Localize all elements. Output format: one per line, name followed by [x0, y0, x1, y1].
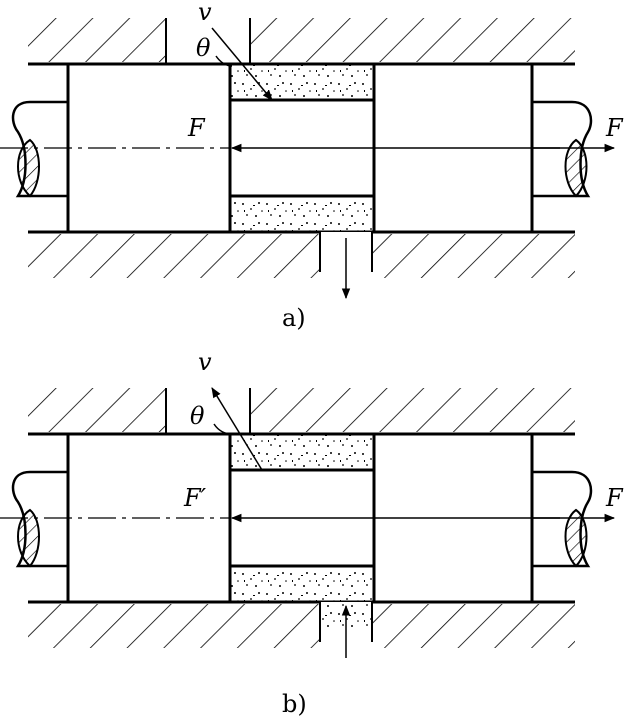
lower-housing-hatch [28, 604, 320, 648]
left-force-label: F′ [183, 484, 207, 512]
upper-housing-hatch [28, 18, 166, 62]
lower-fluid-chamber [230, 566, 374, 602]
left-shaft-section [17, 138, 40, 198]
upper-fluid-chamber [230, 64, 374, 100]
lower-housing-hatch [28, 234, 320, 278]
right-force-label: F [605, 114, 624, 142]
jet-velocity-arrow [211, 387, 263, 471]
panel-caption: b) [282, 690, 307, 718]
angle-label: θ [190, 402, 205, 430]
velocity-label: v [198, 348, 212, 376]
right-force-label: F [605, 484, 624, 512]
angle-label: θ [196, 34, 211, 62]
velocity-label: v [198, 0, 212, 26]
panel-a: v θ F F a) [0, 0, 624, 332]
jet-angle-arc [215, 55, 233, 67]
panel-b: v θ F′ F b) [0, 348, 624, 718]
upper-housing-hatch-right [250, 388, 575, 432]
panel-caption: a) [282, 304, 306, 332]
lower-fluid-chamber [230, 196, 374, 232]
upper-housing-hatch-right [250, 18, 575, 62]
left-force-label: F [187, 114, 206, 142]
lower-housing-hatch-right [372, 234, 575, 278]
upper-housing-hatch [28, 388, 166, 432]
right-shaft-section [564, 508, 588, 568]
upper-fluid-chamber [230, 434, 374, 470]
left-shaft-section [17, 508, 40, 568]
right-shaft-section [564, 138, 588, 198]
jet-angle-arc [213, 423, 233, 435]
jet-velocity-arrow [211, 27, 273, 101]
lower-housing-hatch-right [372, 604, 575, 648]
